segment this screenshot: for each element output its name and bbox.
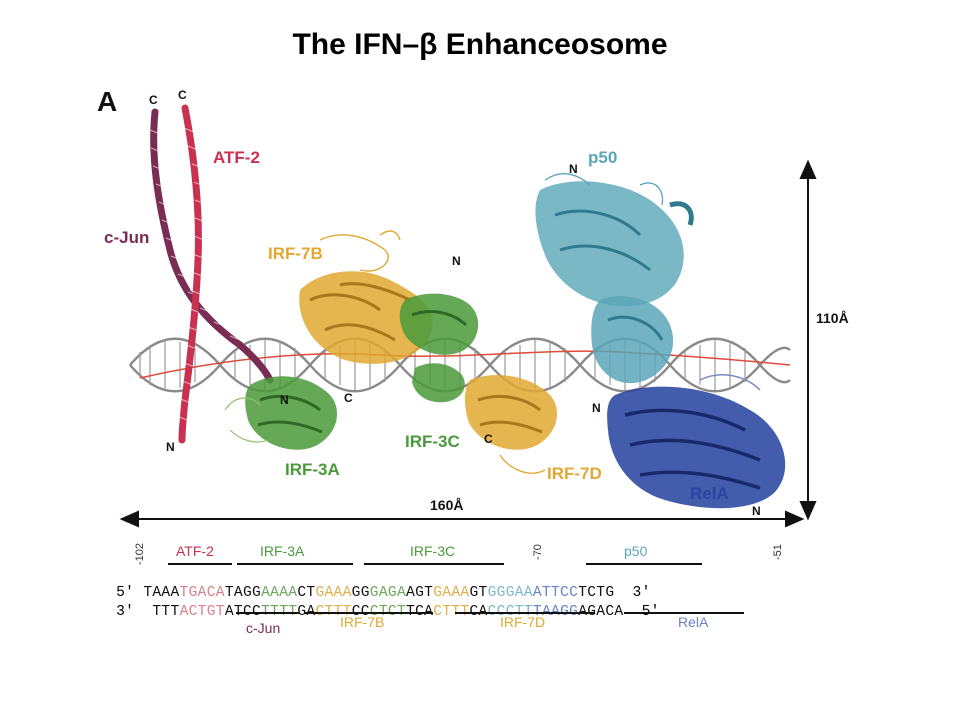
page-title: The IFN–β Enhanceosome [292, 28, 668, 61]
label-irf7b: IRF-7B [268, 244, 323, 263]
terminus-label: N [569, 162, 578, 176]
terminus-label: N [752, 504, 761, 518]
panel-label: A [97, 86, 118, 117]
site-label-bottom: c-Jun [246, 620, 281, 636]
terminus-label: N [166, 440, 175, 454]
label-rela: RelA [690, 484, 729, 503]
label-irf7d: IRF-7D [547, 464, 602, 483]
sequence-segment: CT [297, 585, 316, 601]
sequence-segment: TTT [152, 604, 180, 620]
irf7d-domain [464, 375, 558, 474]
label-irf3c: IRF-3C [405, 432, 460, 451]
label-irf3a: IRF-3A [285, 460, 340, 479]
site-bar [168, 563, 232, 565]
prime-label: 3' [632, 585, 651, 601]
terminus-label: C [484, 432, 493, 446]
terminus-label: N [280, 393, 289, 407]
sequence-segment: TGACA [179, 585, 225, 601]
sequence-segment: GG [351, 585, 370, 601]
sequence-segment: ATTCC [532, 585, 579, 601]
sequence-segment: TCTG [578, 585, 615, 601]
rela-domain [607, 374, 786, 509]
irf7b-domain [299, 230, 433, 364]
dna-axis-line [139, 350, 791, 379]
prime-label: 5' [116, 585, 135, 601]
width-arrow [119, 510, 805, 528]
sequence-segment: GAAA [315, 585, 352, 601]
p50-domain [535, 173, 694, 384]
site-bar [364, 563, 504, 565]
site-label-top: IRF-3C [410, 543, 456, 559]
terminus-label: C [344, 391, 353, 405]
prime-label: 3' [116, 604, 135, 620]
position-tick: -51 [772, 544, 784, 560]
terminus-label: N [452, 254, 461, 268]
sequence-segment: ACTGT [179, 604, 225, 620]
label-cjun: c-Jun [104, 228, 150, 247]
site-label-top: IRF-3A [260, 543, 305, 559]
sequence-segment: AGT [406, 585, 434, 601]
site-bar [624, 612, 744, 614]
site-label-top: ATF-2 [176, 543, 214, 559]
sequence-top-strand: 5' TAAATGACATAGGAAAACTGAAAGGGAGAAGTGAAAG… [98, 569, 651, 601]
top-sequence: TAAATGACATAGGAAAACTGAAAGGGAGAAGTGAAAGTGG… [143, 585, 614, 601]
site-bar [586, 563, 702, 565]
site-label-top: p50 [624, 543, 648, 559]
sequence-segment: GGGAA [487, 585, 533, 601]
terminus-label: N [592, 401, 601, 415]
site-bar [305, 612, 433, 614]
cjun-helix [150, 108, 274, 384]
site-label-bottom: IRF-7D [500, 614, 546, 630]
width-label: 160Å [430, 497, 464, 513]
height-label: 110Å [816, 310, 849, 326]
sequence-segment: TAAA [143, 585, 180, 601]
position-tick: -70 [532, 544, 544, 560]
sequence-segment: AGACA [578, 604, 624, 620]
sequence-segment: TAGG [224, 585, 262, 601]
terminus-label: C [149, 93, 158, 107]
terminus-label: C [178, 88, 187, 102]
atf2-helix [178, 104, 202, 444]
sequence-segment: AAAA [261, 585, 298, 601]
sequence-segment: CTTT [433, 604, 470, 620]
site-bar [237, 563, 353, 565]
site-bar [236, 612, 300, 614]
sequence-segment: GT [469, 585, 488, 601]
height-arrow [799, 159, 817, 521]
irf3c-domain [399, 293, 479, 403]
position-tick: -102 [134, 542, 146, 565]
irf3a-domain [224, 376, 338, 450]
sequence-segment: GAGA [369, 585, 407, 601]
label-p50: p50 [588, 148, 618, 167]
site-bar [455, 612, 595, 614]
label-atf2: ATF-2 [213, 148, 260, 167]
site-label-bottom: RelA [678, 614, 709, 630]
site-label-bottom: IRF-7B [340, 614, 385, 630]
sequence-segment: GAAA [433, 585, 470, 601]
